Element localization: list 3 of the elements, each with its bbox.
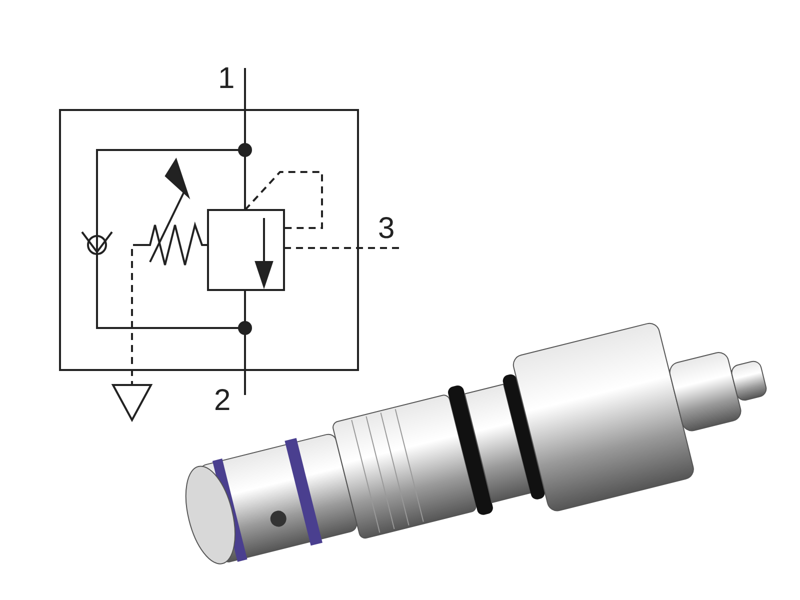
port-number: 3 bbox=[378, 214, 395, 244]
port-number: 2 bbox=[214, 386, 231, 416]
port-number: 1 bbox=[218, 64, 235, 94]
